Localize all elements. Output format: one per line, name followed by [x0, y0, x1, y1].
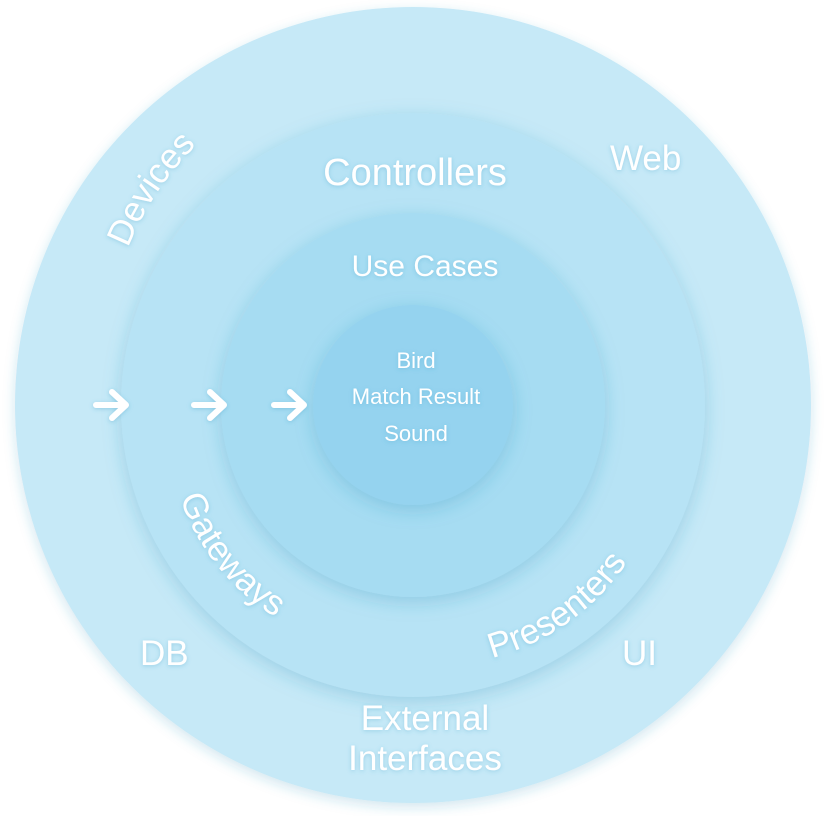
arrow-right-icon: [93, 389, 129, 421]
arrow-right-icon: [271, 389, 307, 421]
label-interfaces: Interfaces: [348, 739, 502, 778]
arrow-right-icon: [191, 389, 227, 421]
label-core-bird: Bird: [396, 348, 435, 373]
label-core-sound: Sound: [384, 421, 448, 446]
label-db: DB: [140, 634, 189, 673]
label-controllers: Controllers: [323, 152, 507, 194]
label-web: Web: [610, 139, 681, 178]
label-external: External: [361, 699, 489, 738]
ring-entities-core: [313, 305, 513, 505]
label-core-match-result: Match Result: [352, 384, 480, 409]
label-ui: UI: [622, 634, 657, 673]
label-use-cases: Use Cases: [352, 250, 499, 283]
